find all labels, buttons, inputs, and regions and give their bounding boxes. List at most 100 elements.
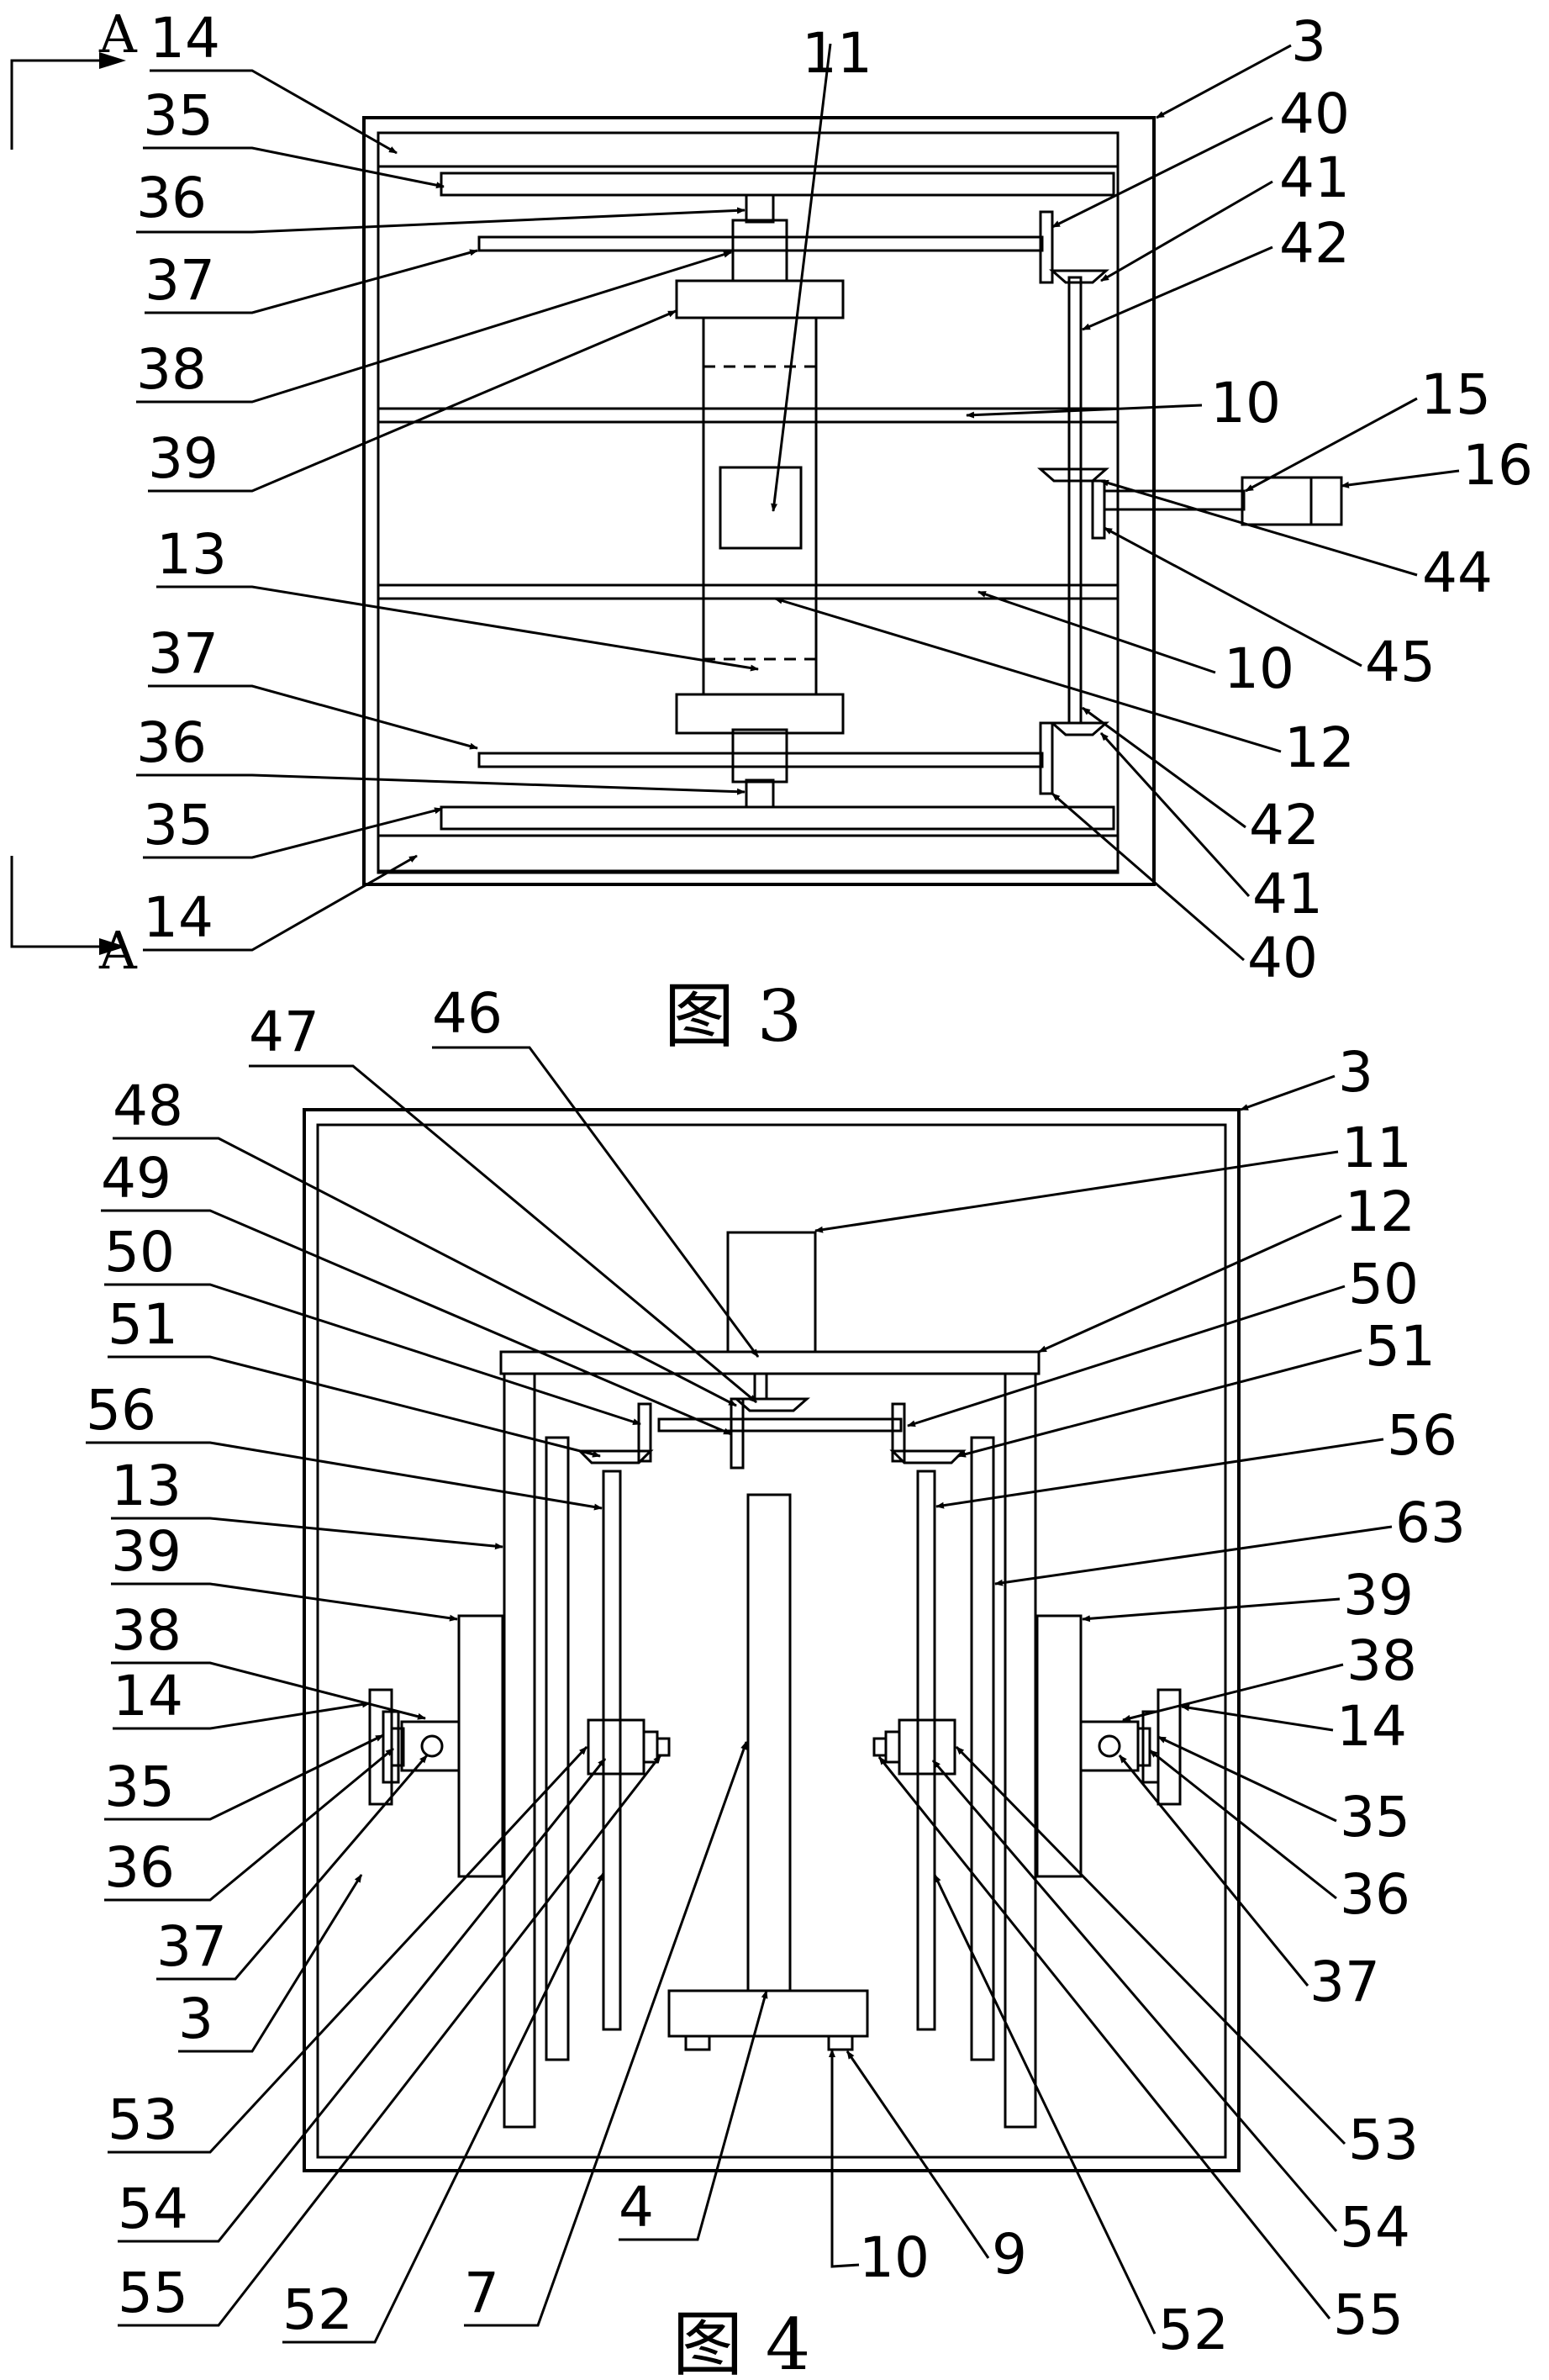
- label-3: 3: [1338, 1040, 1373, 1105]
- label-36b: 36: [136, 710, 207, 775]
- shaft-15: [1104, 491, 1244, 509]
- fig4-left-leaders: [86, 1138, 859, 2342]
- label-4: 4: [619, 2175, 654, 2240]
- shaft-46: [755, 1374, 767, 1399]
- label-37: 37: [145, 248, 215, 313]
- rail-63-right: [972, 1438, 993, 2060]
- label-15: 15: [1420, 362, 1491, 427]
- label-36: 36: [104, 1835, 175, 1900]
- label-14b: 14: [143, 885, 213, 950]
- label-14: 14: [150, 6, 220, 71]
- fig4-right-leaders: [847, 1286, 1392, 2334]
- label-50: 50: [104, 1220, 175, 1285]
- label-39: 39: [111, 1519, 182, 1584]
- plate-39-top: [677, 281, 843, 318]
- figure-3: A A: [12, 3, 1533, 1058]
- shaft-42: [1069, 277, 1081, 723]
- label-55b: 55: [1333, 2282, 1404, 2347]
- fig4-left-labels: 48 49 50 51 56 13 39 38 14 35 36 37 3 53…: [86, 1074, 930, 2342]
- rail-35-bottom: [441, 807, 1114, 829]
- clamp-53-right: [899, 1720, 955, 1774]
- rod-7: [748, 1495, 790, 1991]
- label-51b: 51: [1365, 1314, 1436, 1379]
- label-50b: 50: [1348, 1252, 1419, 1317]
- label-35: 35: [143, 83, 213, 148]
- svg-text:A: A: [98, 920, 138, 981]
- label-48: 48: [113, 1074, 183, 1138]
- plate-39-left: [459, 1616, 503, 1876]
- label-52: 52: [282, 2277, 353, 2342]
- gear-44: [1041, 469, 1106, 481]
- fig3-left-leaders: [136, 71, 758, 950]
- gear-45: [1093, 481, 1104, 538]
- plate-14-top: [378, 133, 1118, 166]
- figure-3-caption: 图 3: [664, 975, 802, 1058]
- label-11: 11: [802, 21, 872, 86]
- label-46: 46: [432, 981, 503, 1046]
- label-38: 38: [111, 1598, 182, 1663]
- clamp-55-right: [874, 1739, 886, 1755]
- label-38: 38: [136, 337, 207, 402]
- label-37b: 37: [1309, 1950, 1380, 2014]
- shaft-56-left: [603, 1471, 620, 2029]
- label-63: 63: [1395, 1491, 1466, 1555]
- label-44: 44: [1422, 541, 1493, 605]
- label-38b: 38: [1346, 1628, 1417, 1693]
- label-45: 45: [1365, 630, 1436, 694]
- label-53b: 53: [1348, 2108, 1419, 2172]
- label-40: 40: [1279, 82, 1350, 146]
- label-14: 14: [113, 1664, 183, 1728]
- motor-16-cap: [1311, 478, 1341, 525]
- label-3: 3: [1291, 9, 1326, 74]
- label-39b: 39: [1343, 1563, 1414, 1628]
- label-11: 11: [1341, 1116, 1412, 1180]
- label-41b: 41: [1252, 862, 1323, 926]
- frame-13-right: [1005, 1374, 1035, 2127]
- label-54b: 54: [1340, 2195, 1410, 2260]
- foot-9: [829, 2036, 852, 2050]
- label-54: 54: [118, 2177, 188, 2241]
- label-9: 9: [992, 2222, 1027, 2287]
- clamp-53-left: [588, 1720, 644, 1774]
- svg-text:A: A: [98, 3, 138, 65]
- bar-10-upper: [378, 409, 1118, 422]
- plate-14-bottom: [378, 836, 1118, 871]
- clamp-54-right: [886, 1732, 899, 1762]
- housing-3-outer: [364, 118, 1154, 884]
- block-38-left: [402, 1722, 459, 1770]
- foot-10: [686, 2036, 709, 2050]
- label-14b: 14: [1336, 1694, 1407, 1759]
- label-13: 13: [111, 1454, 182, 1518]
- label-12: 12: [1345, 1179, 1415, 1244]
- label-16: 16: [1462, 433, 1533, 498]
- label-35: 35: [104, 1755, 175, 1819]
- rail-35-top: [441, 173, 1114, 195]
- plate-39-bottom: [677, 694, 843, 733]
- label-40b: 40: [1247, 926, 1318, 990]
- section-mark-a-top: A: [12, 3, 138, 150]
- label-55: 55: [118, 2261, 188, 2325]
- label-35b: 35: [1340, 1785, 1410, 1850]
- shaft-56-right: [918, 1471, 935, 2029]
- label-37: 37: [156, 1914, 227, 1979]
- label-39: 39: [148, 426, 219, 491]
- label-10b: 10: [1224, 636, 1294, 701]
- shaft-36-bottom: [746, 780, 773, 807]
- label-36: 36: [136, 166, 207, 230]
- motor-16-body: [1242, 478, 1311, 525]
- label-56b: 56: [1387, 1403, 1457, 1468]
- clamp-55-left: [657, 1739, 669, 1755]
- block-38-bottom: [733, 730, 787, 782]
- label-36b: 36: [1340, 1862, 1410, 1927]
- frame-13-left: [504, 1374, 535, 2127]
- label-37b: 37: [148, 621, 219, 686]
- pin-37-left: [422, 1736, 442, 1756]
- fig4-right-labels: 50 51 56 63 39 38 14 35 36 37 53 54 55 5…: [992, 1252, 1466, 2362]
- housing-3-inner: [318, 1125, 1225, 2157]
- rod-37-top: [479, 237, 1042, 251]
- label-52b: 52: [1158, 2298, 1229, 2362]
- gear-41-bottom: [1052, 723, 1106, 735]
- label-51: 51: [108, 1292, 178, 1357]
- fig3-right-leaders: [773, 44, 1459, 960]
